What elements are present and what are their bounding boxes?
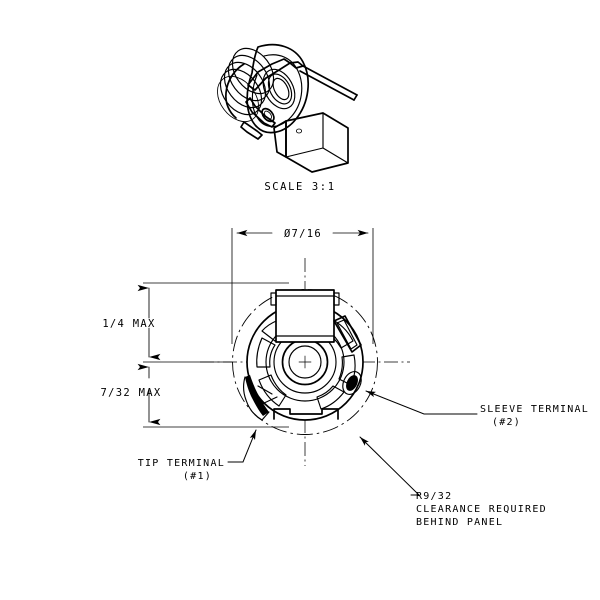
- upper-dim-text: 1/4 MAX: [102, 318, 155, 330]
- clearance-leader: [359, 436, 421, 496]
- sleeve-terminal-leader: [365, 390, 478, 415]
- tip-terminal-label-line1: TIP TERMINAL: [138, 458, 225, 469]
- clearance-circle: [232, 289, 378, 435]
- sleeve-terminal-label-line1: SLEEVE TERMINAL: [480, 404, 589, 415]
- front-elevation-view: [200, 258, 410, 466]
- lower-contact-arm: [240, 97, 276, 140]
- sleeve-terminal-tab: [342, 371, 362, 395]
- bottom-notch-step: [273, 408, 339, 420]
- tip-terminal-callout: TIP TERMINAL (#1): [138, 429, 257, 482]
- tip-terminal-leader: [227, 429, 257, 463]
- diameter-dim-text: Ø7/16: [284, 228, 322, 240]
- solder-lug-blade: [273, 112, 349, 173]
- tip-terminal-label-line2: (#1): [183, 471, 212, 482]
- clearance-label-line3: BEHIND PANEL: [416, 517, 503, 528]
- center-mark: [298, 355, 312, 369]
- vertical-dimensions: 1/4 MAX 7/32 MAX: [101, 282, 289, 428]
- lower-dim-text: 7/32 MAX: [101, 387, 162, 399]
- sleeve-terminal-label-line2: (#2): [492, 417, 521, 428]
- top-rectangular-boss: [270, 289, 340, 343]
- upper-right-slot: [333, 315, 362, 353]
- isometric-detail-view: SCALE 3:1: [217, 43, 358, 193]
- sleeve-terminal-callout: SLEEVE TERMINAL (#2): [365, 390, 589, 428]
- clearance-callout: R9/32 CLEARANCE REQUIRED BEHIND PANEL: [359, 436, 547, 528]
- clearance-label-line1: R9/32: [416, 491, 452, 502]
- scale-label: SCALE 3:1: [264, 181, 335, 193]
- clearance-label-line2: CLEARANCE REQUIRED: [416, 504, 547, 515]
- diameter-dimension: Ø7/16: [231, 228, 374, 344]
- terminal-pin: [299, 65, 358, 101]
- tip-terminal-tab: [243, 375, 278, 421]
- bushing-thread-rings: [217, 47, 275, 122]
- jack-body-barrel: [246, 43, 309, 134]
